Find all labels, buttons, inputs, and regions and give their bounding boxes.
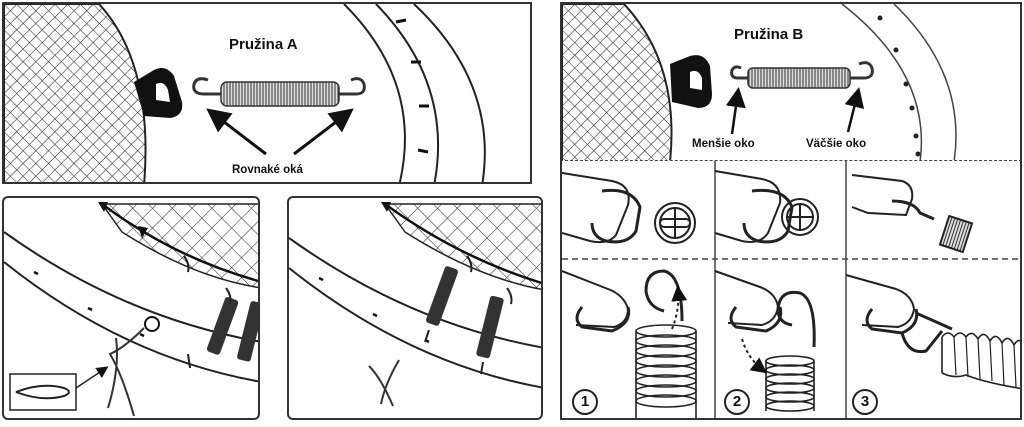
spring-a-illustration	[4, 4, 486, 182]
net-mesh-icon	[383, 203, 541, 290]
steps-illustration	[562, 161, 1020, 418]
spring-coil-icon	[206, 297, 258, 362]
net-mesh-icon	[4, 4, 147, 182]
install-illustration-b	[289, 202, 541, 407]
step-1-badge: 1	[572, 389, 598, 415]
spring-b-title: Pružina B	[734, 26, 804, 43]
arrow-icon	[725, 87, 746, 135]
install-step-a-panel	[2, 196, 260, 420]
frame-rim-icon	[343, 4, 486, 182]
spring-coil-icon	[941, 332, 1020, 390]
net-mesh-icon	[100, 203, 258, 289]
arrow-icon	[844, 87, 865, 133]
install-step-b-panel	[287, 196, 543, 420]
spring-a-panel: Pružina A Rovnaké oká	[2, 2, 532, 184]
step-2-badge: 2	[724, 389, 750, 415]
larger-eye-label: Väčšie oko	[806, 138, 867, 150]
spring-coil-icon	[192, 77, 366, 107]
arrow-icon	[293, 108, 354, 156]
wire-tool-icon	[368, 359, 400, 407]
frame-rim-icon	[4, 231, 258, 383]
frame-rim-icon	[841, 4, 957, 160]
arrow-icon	[206, 108, 267, 156]
spring-coil-icon	[765, 355, 815, 412]
smaller-eye-label: Menšie oko	[692, 138, 755, 150]
install-illustration-a	[4, 202, 258, 417]
wire-tool-icon	[938, 214, 974, 254]
spring-b-illustration	[562, 4, 957, 160]
spring-a-title: Pružina A	[229, 36, 298, 53]
spring-b-steps-panel: 1 2 3	[560, 160, 1022, 420]
spring-b-panel: Pružina B Menšie oko Väčšie oko	[560, 2, 1022, 160]
net-mesh-icon	[562, 4, 673, 160]
spring-coil-icon	[730, 61, 874, 89]
step-3-badge: 3	[852, 389, 878, 415]
hook-icon	[562, 172, 696, 244]
spring-coil-icon	[635, 324, 697, 418]
frame-rim-icon	[289, 237, 541, 389]
equal-eyes-label: Rovnaké oká	[232, 164, 303, 176]
wire-tool-icon	[107, 327, 145, 417]
